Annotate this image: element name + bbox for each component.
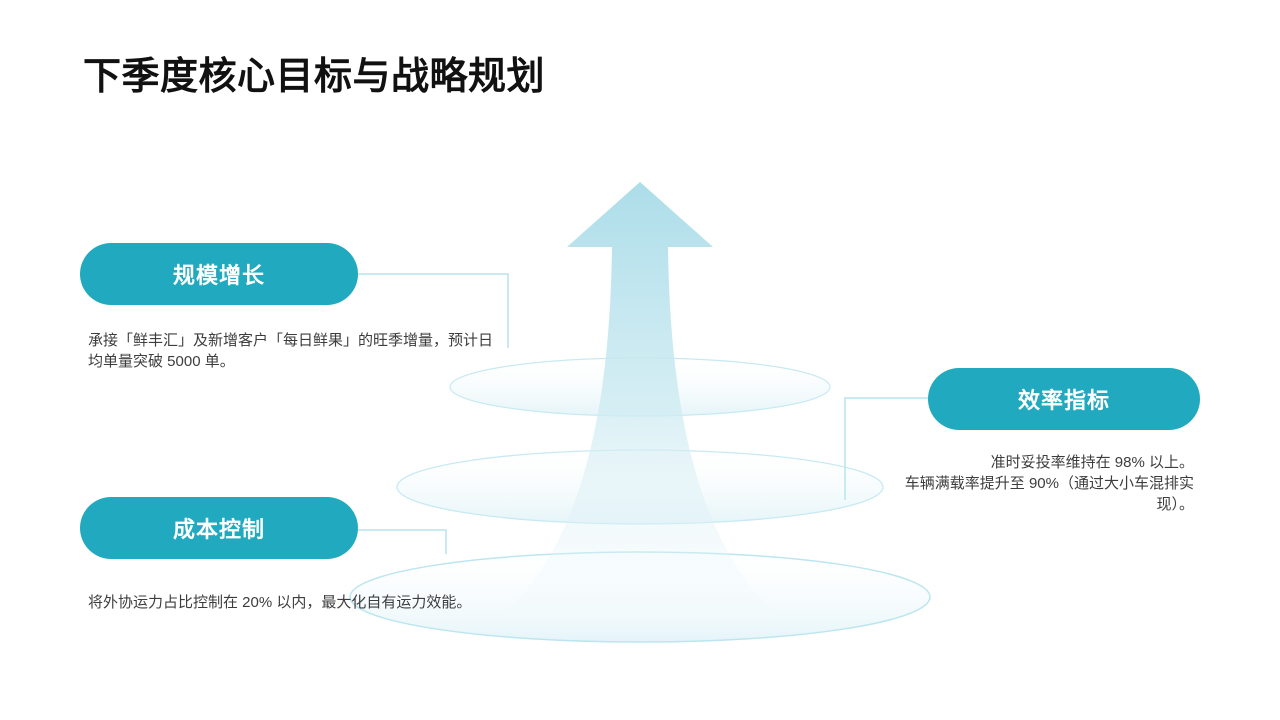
connector-efficiency: [844, 397, 930, 500]
connector-cost: [358, 529, 447, 554]
goal-pill-efficiency: 效率指标: [928, 368, 1200, 430]
goal-pill-cost-label: 成本控制: [172, 517, 265, 542]
goal-desc-scale: 承接「鲜丰汇」及新增客户「每日鲜果」的旺季增量，预计日均单量突破 5000 单。: [88, 332, 494, 370]
goal-pill-cost: 成本控制: [80, 497, 358, 559]
goal-pill-scale: 规模增长: [80, 243, 358, 305]
goal-pill-efficiency-label: 效率指标: [1017, 388, 1110, 413]
page-title: 下季度核心目标与战略规划: [83, 56, 546, 98]
goal-pill-scale-label: 规模增长: [172, 263, 265, 288]
goal-desc-cost: 将外协运力占比控制在 20% 以内，最大化自有运力效能。: [88, 594, 472, 611]
connector-scale: [358, 273, 509, 348]
goal-desc-efficiency: 准时妥投率维持在 98% 以上。 车辆满载率提升至 90%（通过大小车混排实现）…: [904, 454, 1194, 513]
up-arrow-icon: [505, 182, 775, 612]
